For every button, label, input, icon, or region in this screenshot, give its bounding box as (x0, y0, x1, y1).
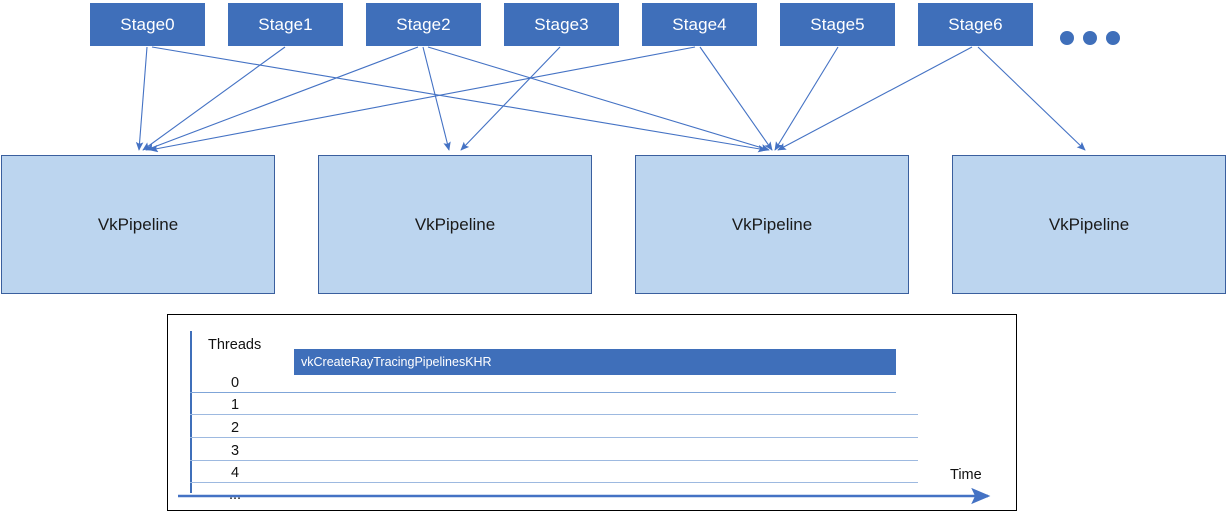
stage-label: Stage0 (120, 14, 175, 34)
ellipsis-dot (1083, 31, 1097, 45)
connector-stage0-to-pipeline2 (151, 46, 767, 153)
stage-label: Stage3 (534, 14, 589, 34)
connector-stage4-to-pipeline0 (149, 46, 696, 153)
more-stages-ellipsis-icon (1060, 31, 1120, 45)
vkpipeline-label: VkPipeline (97, 214, 179, 234)
stage-label: Stage6 (948, 14, 1003, 34)
vkpipeline-box-3[interactable]: VkPipeline (952, 155, 1226, 294)
connector-stage4-to-pipeline2 (699, 46, 773, 151)
connector-stage2-to-pipeline0 (145, 46, 419, 151)
connector-stage2-to-pipeline2 (427, 46, 770, 152)
connector-stage6-to-pipeline2 (777, 46, 973, 151)
connector-stage1-to-pipeline0 (142, 46, 286, 151)
vkpipeline-label: VkPipeline (731, 214, 813, 234)
thread-row-label-4: 4 (230, 465, 240, 481)
vkpipeline-box-1[interactable]: VkPipeline (318, 155, 592, 294)
stage-label: Stage2 (396, 14, 451, 34)
thread-row-label-0: 0 (230, 375, 240, 391)
stage-label: Stage1 (258, 14, 313, 34)
stage-label: Stage5 (810, 14, 865, 34)
connector-stage6-to-pipeline3 (977, 46, 1086, 151)
timeline-bar-vkcreateraytracingpipelineskhr[interactable]: vkCreateRayTracingPipelinesKHR (294, 349, 896, 375)
time-axis-label: Time (950, 467, 982, 483)
vkpipeline-box-2[interactable]: VkPipeline (635, 155, 909, 294)
stage-box-2[interactable]: Stage2 (366, 3, 481, 46)
thread-row-line-3 (190, 460, 918, 462)
thread-row-line-4 (190, 482, 918, 484)
connector-stage3-to-pipeline1 (460, 46, 561, 151)
stage-box-6[interactable]: Stage6 (918, 3, 1033, 46)
connector-stage5-to-pipeline2 (774, 46, 839, 151)
stage-box-4[interactable]: Stage4 (642, 3, 757, 46)
thread-row-line-1 (190, 414, 918, 416)
stage-box-5[interactable]: Stage5 (780, 3, 895, 46)
timeline-vertical-axis (190, 331, 192, 493)
ellipsis-dot (1106, 31, 1120, 45)
connector-stage2-to-pipeline1 (422, 46, 451, 151)
thread-row-line-0 (190, 392, 896, 394)
stage-box-1[interactable]: Stage1 (228, 3, 343, 46)
stage-label: Stage4 (672, 14, 727, 34)
thread-row-label-2: 2 (230, 420, 240, 436)
thread-row-line-2 (190, 437, 918, 439)
vkpipeline-box-0[interactable]: VkPipeline (1, 155, 275, 294)
thread-row-label-1: 1 (230, 397, 240, 413)
connector-stage0-to-pipeline0 (135, 46, 148, 151)
stage-box-0[interactable]: Stage0 (90, 3, 205, 46)
vkpipeline-label: VkPipeline (414, 214, 496, 234)
timeline-bar-label: vkCreateRayTracingPipelinesKHR (301, 355, 492, 369)
time-axis-arrow-icon (178, 487, 991, 505)
threads-header-label: Threads (208, 337, 262, 353)
ellipsis-dot (1060, 31, 1074, 45)
stage-box-3[interactable]: Stage3 (504, 3, 619, 46)
thread-row-label-3: 3 (230, 443, 240, 459)
vkpipeline-label: VkPipeline (1048, 214, 1130, 234)
